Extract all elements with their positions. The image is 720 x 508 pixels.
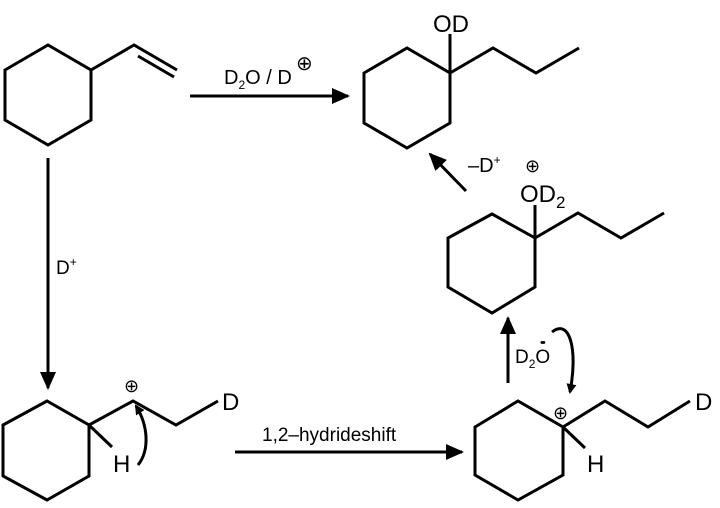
positive-charge: ⊕: [124, 376, 139, 396]
cyclohexane-ring: [362, 46, 452, 150]
cyclohexane-ring: [473, 399, 565, 502]
label: H: [587, 451, 604, 478]
oxonium-intermediate: OD2 ⊕: [446, 156, 665, 315]
vinyl-group: [90, 43, 178, 72]
label: H: [113, 451, 130, 478]
deprotonation-arrow: –D+: [428, 152, 501, 193]
tertiary-carbocation: H D ⊕: [473, 389, 712, 502]
water-addition: D2O ••: [500, 316, 577, 394]
protonation-arrow: D+: [40, 158, 77, 390]
curved-arrow: [134, 404, 148, 466]
bond-line: [87, 423, 114, 449]
positive-charge: ⊕: [525, 156, 540, 176]
positive-charge: ⊕: [553, 403, 568, 423]
cyclohexane-ring: [3, 43, 93, 147]
label: D2O / D: [224, 67, 292, 92]
chain: [562, 399, 691, 429]
product-alcohol: OD: [362, 11, 580, 150]
cyclohexane-ring: [1, 399, 91, 502]
od-group: OD: [433, 11, 469, 38]
vinylcyclohexane: [3, 43, 178, 147]
double-bond: [137, 54, 175, 79]
chain: [88, 399, 219, 427]
propyl-chain: [449, 46, 580, 75]
label: –D+: [468, 153, 501, 177]
label: 1,2–hydrideshift: [262, 425, 397, 446]
hydride-shift-arrow: 1,2–hydrideshift: [235, 425, 464, 460]
label: D+: [56, 255, 77, 279]
cyclohexane-ring: [446, 212, 537, 315]
label: D: [222, 389, 239, 416]
label: OD2: [520, 181, 565, 212]
label: D2O: [515, 347, 550, 371]
positive-charge: ⊕: [296, 53, 313, 75]
label: D: [695, 389, 712, 416]
primary-carbocation: H D ⊕: [1, 376, 239, 502]
top-reaction-arrow: D2O / D ⊕: [190, 53, 350, 104]
bond-line: [561, 425, 587, 450]
propyl-chain: [534, 211, 665, 240]
curved-arrow: [551, 327, 577, 394]
bond-line: [428, 152, 468, 193]
